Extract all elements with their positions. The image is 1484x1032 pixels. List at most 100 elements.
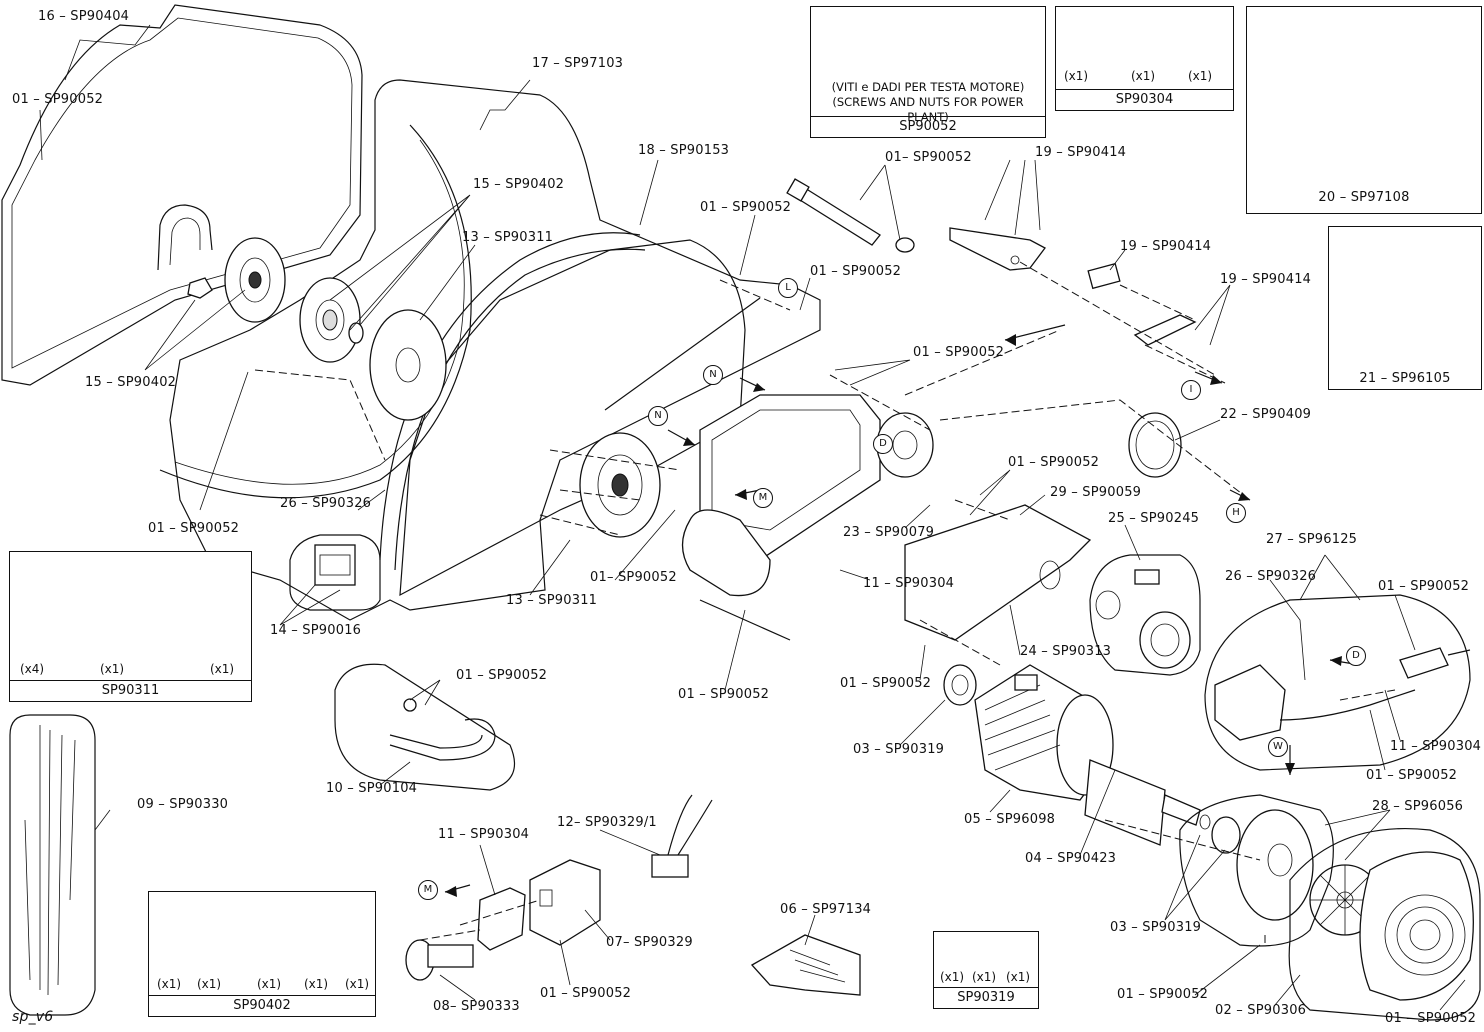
callout-01: 01 – SP90052 [1117,987,1209,1002]
kit-sp96105-box: 21 – SP96105 [1328,226,1482,390]
kit-sp90311-code: SP90311 [10,680,251,701]
link-arm-lower [1133,314,1197,346]
marker-d: D [873,434,893,454]
callout-01: 01 – SP90052 [456,668,548,683]
callout-15: 15 – SP90402 [85,375,177,390]
callout-07: 07– SP90329 [606,935,693,950]
kit-sp90402-qty-2: (x1) [197,977,222,991]
callout-22: 22 – SP90409 [1220,407,1312,422]
marker-w: W [1268,737,1288,757]
callout-11: 11 – SP90304 [438,827,530,842]
link-arm-top [949,227,1046,271]
disc-plate [369,309,447,421]
callout-01: 01– SP90052 [885,150,972,165]
kit-sp90319-qty-3: (x1) [1006,970,1031,984]
blade-flange-outer [224,237,286,323]
switch-assembly [1214,647,1471,741]
fan-cover [1359,851,1474,1001]
spacer [1087,262,1121,290]
callout-03: 03 – SP90319 [1110,920,1202,935]
callout-26: 26 – SP90326 [1225,569,1317,584]
callout-26: 26 – SP90326 [280,496,372,511]
manual-booklet [750,934,861,996]
kit-sp90402-qty-3: (x1) [257,977,282,991]
rod-long [604,297,761,411]
callout-25: 25 – SP90245 [1108,511,1200,526]
kit-sp97108-label: 20 – SP97108 [1318,190,1410,205]
kit-sp90319-qty-2: (x1) [972,970,997,984]
handle [389,698,496,761]
callout-13: 13 – SP90311 [506,593,598,608]
callout-05: 05 – SP96098 [964,812,1056,827]
rotor [1084,759,1201,846]
callout-01: 01 – SP90052 [840,676,932,691]
callout-23: 23 – SP90079 [843,525,935,540]
callout-01: 01 – SP90052 [12,92,104,107]
callout-16: 16 – SP90404 [38,9,130,24]
marker-h: H [1226,503,1246,523]
marker-d: D [1346,646,1366,666]
marker-i: I [1181,380,1201,400]
kit-sp90304-code: SP90304 [1056,89,1233,110]
callout-01: 01 – SP90052 [1385,1011,1477,1026]
callout-01: 01– SP90052 [590,570,677,585]
capacitor [1134,569,1191,669]
gearbox-frame [699,394,934,561]
bearing-right [1211,816,1241,854]
drawing-code: sp_v6 [12,1009,54,1025]
end-shield [1236,809,1314,921]
callout-18: 18 – SP90153 [638,143,730,158]
kit-sp90402-qty-5: (x1) [345,977,370,991]
callout-14: 14 – SP90016 [270,623,362,638]
kit-sp97108-box: 20 – SP97108 [1246,6,1482,214]
callout-09: 09 – SP90330 [137,797,229,812]
kit-sp90304-qty-2: (x1) [1131,69,1156,83]
bearing-left [943,664,977,706]
kit-sp90304-qty-3: (x1) [1188,69,1213,83]
callout-19: 19 – SP90414 [1120,239,1212,254]
nut [187,277,213,299]
callout-19: 19 – SP90414 [1035,145,1127,160]
callout-01: 01 – SP90052 [1378,579,1470,594]
leader-lines [39,24,1466,1011]
callout-01: 01 – SP90052 [700,200,792,215]
callout-01: 01 – SP90052 [540,986,632,1001]
marker-n: N [703,365,723,385]
drive-pulley [579,432,661,538]
kit-sp90311-qty-1: (x4) [20,662,45,676]
kit-sp90319-box: (x1) (x1) (x1) SP90319 [933,931,1039,1009]
callout-01: 01 – SP90052 [810,264,902,279]
callout-28: 28 – SP96056 [1372,799,1464,814]
callout-10: 10 – SP90104 [326,781,418,796]
callout-01: 01 – SP90052 [148,521,240,536]
callout-15: 15 – SP90402 [473,177,565,192]
kit-screws-box: (VITI e DADI PER TESTA MOTORE) (SCREWS A… [810,6,1046,138]
kit-sp90311-qty-2: (x1) [100,662,125,676]
callout-27: 27 – SP96125 [1266,532,1358,547]
side-plate [399,239,746,597]
guard-arc [379,232,641,561]
kit-sp90402-code: SP90402 [149,995,375,1016]
callout-06: 06 – SP97134 [780,902,872,917]
callout-08: 08– SP90333 [433,999,520,1014]
marker-l: L [778,278,798,298]
kit-sp90319-code: SP90319 [934,987,1038,1008]
kit-sp90402-qty-4: (x1) [304,977,329,991]
kit-sp90304-box: (x1) (x1) (x1) SP90304 [1055,6,1234,111]
sensor [651,794,713,878]
callout-29: 29 – SP90059 [1050,485,1142,500]
belt [681,509,771,597]
marker-n: N [648,406,668,426]
long-bolt [786,178,881,246]
marker-m: M [418,880,438,900]
kit-sp90304-qty-1: (x1) [1064,69,1089,83]
main-housing [169,79,821,621]
rod [699,599,791,641]
kit-sp90402-box: (x1) (x1) (x1) (x1) (x1) SP90402 [148,891,376,1017]
kit-screws-note-it: (VITI e DADI PER TESTA MOTORE) [831,80,1025,94]
kit-sp90311-box: (x4) (x1) (x1) SP90311 [9,551,252,702]
kit-sp90319-qty-1: (x1) [940,970,965,984]
callout-11: 11 – SP90304 [863,576,955,591]
callout-24: 24 – SP90313 [1020,644,1112,659]
washer [348,322,364,344]
